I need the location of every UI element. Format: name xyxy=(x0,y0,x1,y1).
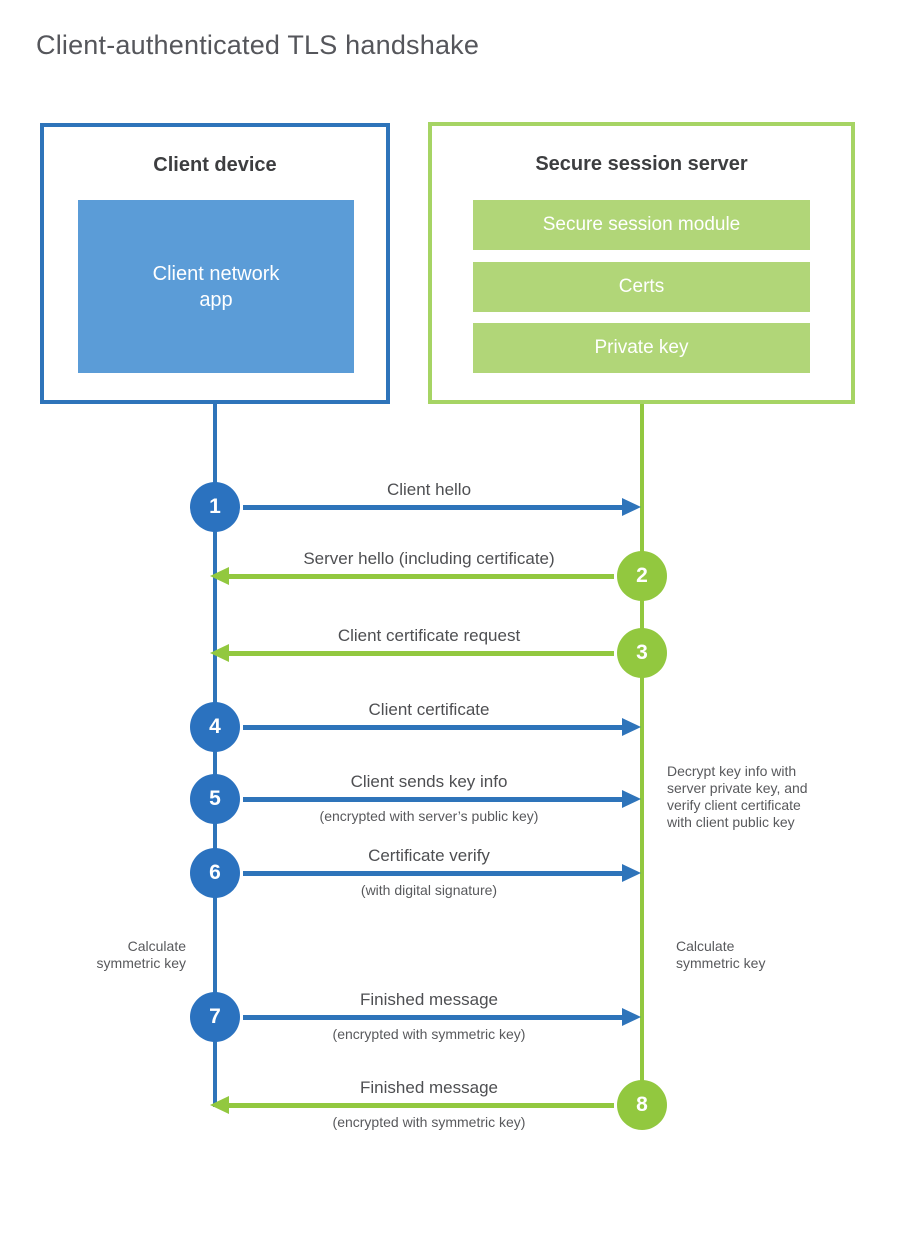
message-label-3: Client certificate request xyxy=(337,626,521,645)
secure-session-server-title: Secure session server xyxy=(535,153,748,175)
client-lifeline xyxy=(213,404,217,1107)
message-label-4: Client certificate xyxy=(368,700,490,719)
message-label-5: Client sends key info xyxy=(350,772,508,791)
server-module-certs: Certs xyxy=(473,262,810,312)
step-number: 4 xyxy=(209,715,221,738)
message-sublabel-5: (encrypted with server’s public key) xyxy=(319,808,539,824)
server-module-secure-session: Secure session module xyxy=(473,200,810,250)
step-number: 5 xyxy=(209,787,221,810)
arrow-head-left-icon xyxy=(210,1096,229,1114)
step-number: 6 xyxy=(209,861,221,884)
message-arrow-5 xyxy=(243,797,622,802)
arrow-head-left-icon xyxy=(210,567,229,585)
message-arrow-7 xyxy=(243,1015,622,1020)
message-label-8: Finished message xyxy=(360,1078,498,1097)
arrow-head-right-icon xyxy=(622,718,641,736)
message-arrow-3 xyxy=(229,651,614,656)
message-sublabel-7: (encrypted with symmetric key) xyxy=(332,1026,526,1042)
message-label-2: Server hello (including certificate) xyxy=(303,549,555,568)
step-circle-3: 3 xyxy=(617,628,667,678)
step-circle-2: 2 xyxy=(617,551,667,601)
message-label-7: Finished message xyxy=(360,990,498,1009)
arrow-head-right-icon xyxy=(622,1008,641,1026)
step-circle-8: 8 xyxy=(617,1080,667,1130)
client-network-app-box: Client network app xyxy=(78,200,354,373)
step-circle-7: 7 xyxy=(190,992,240,1042)
message-label-1: Client hello xyxy=(386,480,472,499)
message-arrow-6 xyxy=(243,871,622,876)
message-sublabel-8: (encrypted with symmetric key) xyxy=(332,1114,526,1130)
message-arrow-1 xyxy=(243,505,622,510)
step-circle-4: 4 xyxy=(190,702,240,752)
arrow-head-right-icon xyxy=(622,864,641,882)
step-number: 3 xyxy=(636,641,648,664)
step-circle-5: 5 xyxy=(190,774,240,824)
step-number: 2 xyxy=(636,564,648,587)
step-circle-6: 6 xyxy=(190,848,240,898)
arrow-head-right-icon xyxy=(622,498,641,516)
client-calculate-symmetric-key-note: Calculate symmetric key xyxy=(96,938,186,971)
message-sublabel-6: (with digital signature) xyxy=(360,882,498,898)
step-number: 7 xyxy=(209,1005,221,1028)
step-circle-1: 1 xyxy=(190,482,240,532)
step-number: 1 xyxy=(209,495,221,518)
message-label-6: Certificate verify xyxy=(368,846,490,865)
server-decrypt-note: Decrypt key info with server private key… xyxy=(667,763,808,830)
message-arrow-8 xyxy=(229,1103,614,1108)
server-calculate-symmetric-key-note: Calculate symmetric key xyxy=(676,938,766,971)
message-arrow-2 xyxy=(229,574,614,579)
message-arrow-4 xyxy=(243,725,622,730)
arrow-head-left-icon xyxy=(210,644,229,662)
server-lifeline xyxy=(640,404,644,1129)
step-number: 8 xyxy=(636,1093,648,1116)
arrow-head-right-icon xyxy=(622,790,641,808)
client-device-title: Client device xyxy=(153,154,277,176)
server-module-private-key: Private key xyxy=(473,323,810,373)
page-title: Client-authenticated TLS handshake xyxy=(36,30,480,60)
